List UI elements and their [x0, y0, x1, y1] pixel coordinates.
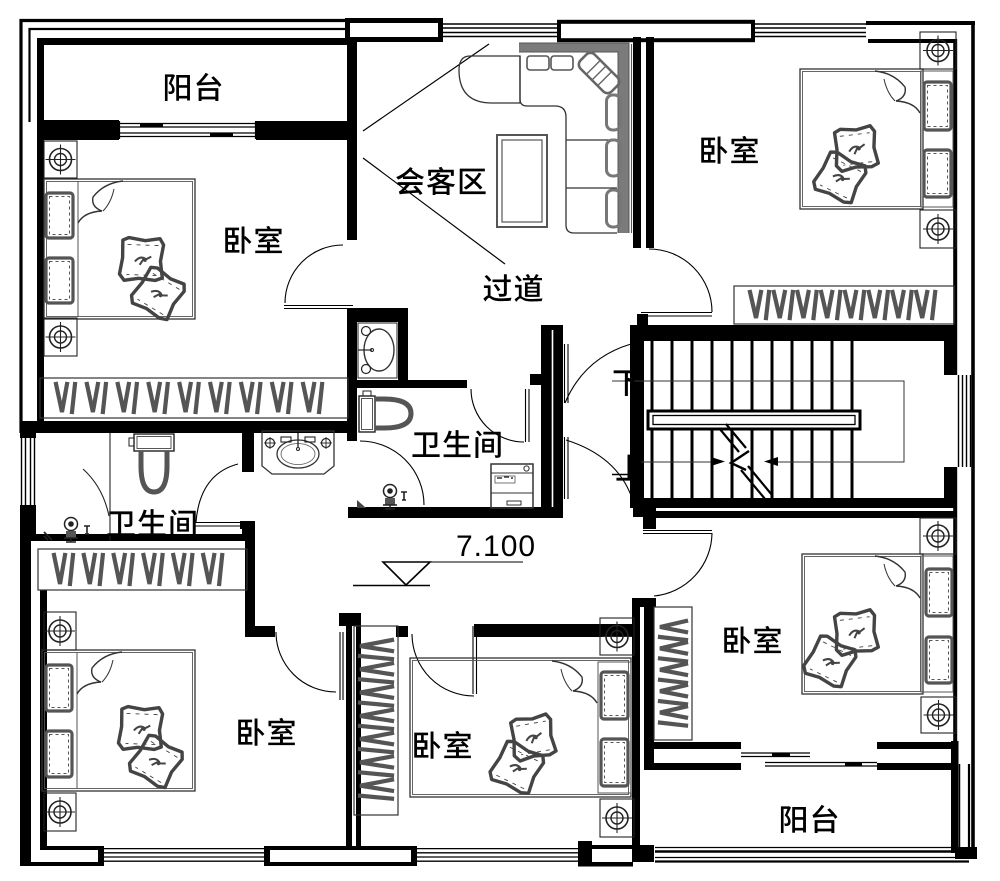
svg-text:7.100: 7.100 — [456, 530, 536, 563]
